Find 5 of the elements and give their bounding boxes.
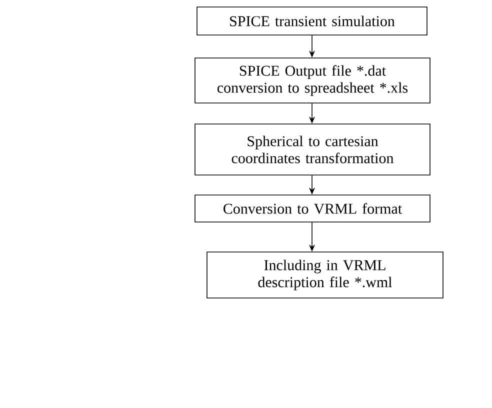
process-box: SPICE Output file *.dat conversion to spreadsheet *.xls [194, 58, 430, 104]
process-box: Conversion to VRML format [194, 194, 430, 222]
process-box: Including in VRML description file *.wml [206, 252, 444, 298]
process-box: Spherical to cartesian coordinates transformation [194, 124, 430, 176]
process-box: SPICE transient simulation [196, 6, 428, 36]
